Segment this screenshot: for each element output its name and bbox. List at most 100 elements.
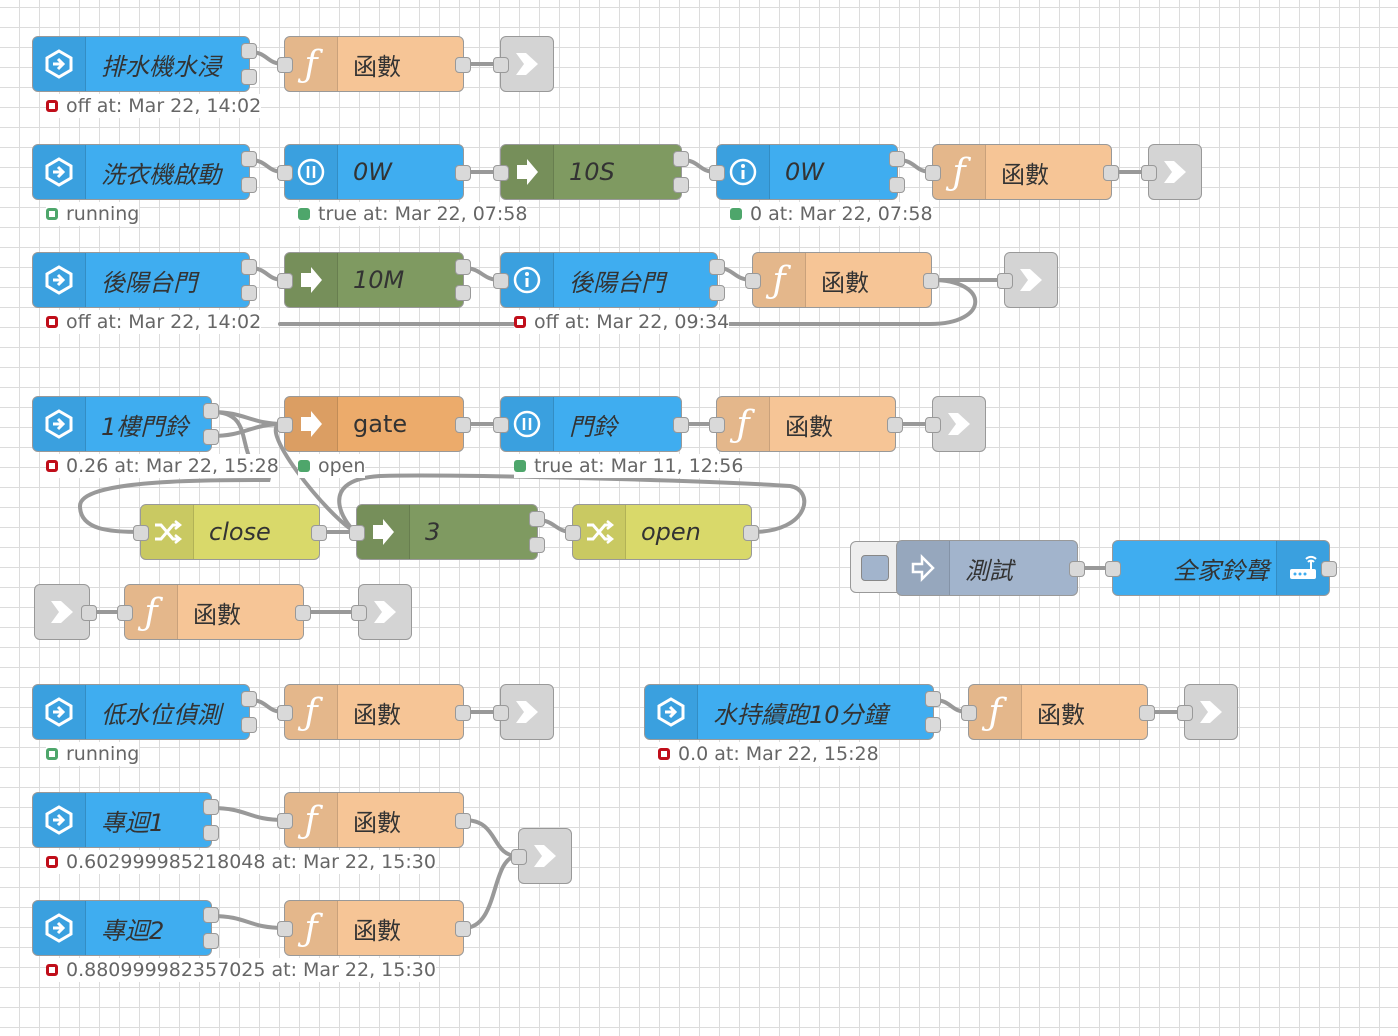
function-node[interactable]: ƒ 函數: [277, 900, 471, 956]
input-port[interactable]: [117, 605, 133, 621]
output-port[interactable]: [1139, 705, 1155, 721]
output-node-whole-house-ring[interactable]: 全家鈴聲: [1105, 540, 1337, 596]
info-node-back-door[interactable]: 後陽台門: [493, 252, 725, 308]
output-port[interactable]: [241, 151, 257, 167]
output-port[interactable]: [455, 259, 471, 275]
inject-node-circuit-2[interactable]: 專迴2: [32, 900, 219, 956]
output-port[interactable]: [241, 69, 257, 85]
change-node-close[interactable]: close: [133, 504, 327, 560]
function-node[interactable]: ƒ 函數: [961, 684, 1155, 740]
input-port[interactable]: [493, 165, 509, 181]
output-port[interactable]: [709, 259, 725, 275]
input-port[interactable]: [1105, 561, 1121, 577]
output-port[interactable]: [203, 907, 219, 923]
input-port[interactable]: [493, 417, 509, 433]
function-node[interactable]: ƒ 函數: [277, 36, 471, 92]
input-port[interactable]: [349, 525, 365, 541]
input-port[interactable]: [745, 273, 761, 289]
debug-node[interactable]: [1177, 684, 1238, 740]
input-port[interactable]: [277, 417, 293, 433]
output-port[interactable]: [241, 717, 257, 733]
output-port[interactable]: [241, 285, 257, 301]
input-port[interactable]: [493, 705, 509, 721]
output-port[interactable]: [1321, 561, 1337, 577]
input-port[interactable]: [277, 813, 293, 829]
output-port[interactable]: [673, 417, 689, 433]
output-port[interactable]: [529, 537, 545, 553]
trigger-node-doorbell[interactable]: 門鈴: [493, 396, 689, 452]
input-port[interactable]: [277, 705, 293, 721]
output-port[interactable]: [673, 177, 689, 193]
output-port[interactable]: [889, 177, 905, 193]
input-port[interactable]: [277, 57, 293, 73]
trigger-node-0w[interactable]: 0W: [277, 144, 471, 200]
input-port[interactable]: [277, 921, 293, 937]
debug-node[interactable]: [493, 36, 554, 92]
output-port[interactable]: [241, 43, 257, 59]
output-port[interactable]: [455, 57, 471, 73]
function-node[interactable]: ƒ 函數: [709, 396, 903, 452]
output-port[interactable]: [203, 799, 219, 815]
inject-node-drain-flood[interactable]: 排水機水浸: [32, 36, 257, 92]
input-port[interactable]: [493, 273, 509, 289]
input-port[interactable]: [133, 525, 149, 541]
output-port[interactable]: [81, 605, 97, 621]
inject-node-doorbell-1f[interactable]: 1樓門鈴: [32, 396, 219, 452]
debug-node[interactable]: [1141, 144, 1202, 200]
output-port[interactable]: [673, 151, 689, 167]
output-port[interactable]: [455, 165, 471, 181]
debug-node[interactable]: [997, 252, 1058, 308]
output-port[interactable]: [1103, 165, 1119, 181]
input-port[interactable]: [493, 57, 509, 73]
function-node[interactable]: ƒ 函數: [925, 144, 1119, 200]
delay-node-3[interactable]: 3: [349, 504, 545, 560]
button-node-test[interactable]: 測試: [896, 540, 1085, 596]
change-node-open[interactable]: open: [565, 504, 759, 560]
inject-node-washer[interactable]: 洗衣機啟動: [32, 144, 257, 200]
input-port[interactable]: [925, 165, 941, 181]
input-port[interactable]: [351, 605, 367, 621]
output-port[interactable]: [311, 525, 327, 541]
debug-node[interactable]: [493, 684, 554, 740]
inject-node-back-door[interactable]: 後陽台門: [32, 252, 257, 308]
output-port[interactable]: [241, 177, 257, 193]
info-node-0w[interactable]: 0W: [709, 144, 905, 200]
gate-node[interactable]: gate: [277, 396, 471, 452]
inject-node-circuit-1[interactable]: 專迴1: [32, 792, 219, 848]
function-node[interactable]: ƒ 函數: [117, 584, 311, 640]
input-port[interactable]: [565, 525, 581, 541]
output-port[interactable]: [455, 285, 471, 301]
link-in-node[interactable]: [34, 584, 97, 640]
output-port[interactable]: [241, 259, 257, 275]
input-port[interactable]: [961, 705, 977, 721]
input-port[interactable]: [277, 273, 293, 289]
input-port[interactable]: [709, 417, 725, 433]
output-port[interactable]: [889, 151, 905, 167]
output-port[interactable]: [455, 921, 471, 937]
output-port[interactable]: [203, 403, 219, 419]
output-port[interactable]: [925, 717, 941, 733]
output-port[interactable]: [203, 933, 219, 949]
input-port[interactable]: [709, 165, 725, 181]
delay-node-10s[interactable]: 10S: [493, 144, 689, 200]
function-node[interactable]: ƒ 函數: [277, 792, 471, 848]
input-port[interactable]: [1177, 705, 1193, 721]
inject-node-water-10min[interactable]: 水持續跑10分鐘: [644, 684, 941, 740]
function-node[interactable]: ƒ 函數: [745, 252, 939, 308]
input-port[interactable]: [277, 165, 293, 181]
output-port[interactable]: [455, 417, 471, 433]
output-port[interactable]: [203, 429, 219, 445]
debug-node[interactable]: [925, 396, 986, 452]
output-port[interactable]: [887, 417, 903, 433]
output-port[interactable]: [455, 813, 471, 829]
function-node[interactable]: ƒ 函數: [277, 684, 471, 740]
delay-node-10m[interactable]: 10M: [277, 252, 471, 308]
output-port[interactable]: [529, 511, 545, 527]
output-port[interactable]: [295, 605, 311, 621]
input-port[interactable]: [997, 273, 1013, 289]
output-port[interactable]: [743, 525, 759, 541]
debug-node[interactable]: [511, 828, 572, 884]
output-port[interactable]: [203, 825, 219, 841]
inject-node-low-water[interactable]: 低水位偵測: [32, 684, 257, 740]
output-port[interactable]: [709, 285, 725, 301]
